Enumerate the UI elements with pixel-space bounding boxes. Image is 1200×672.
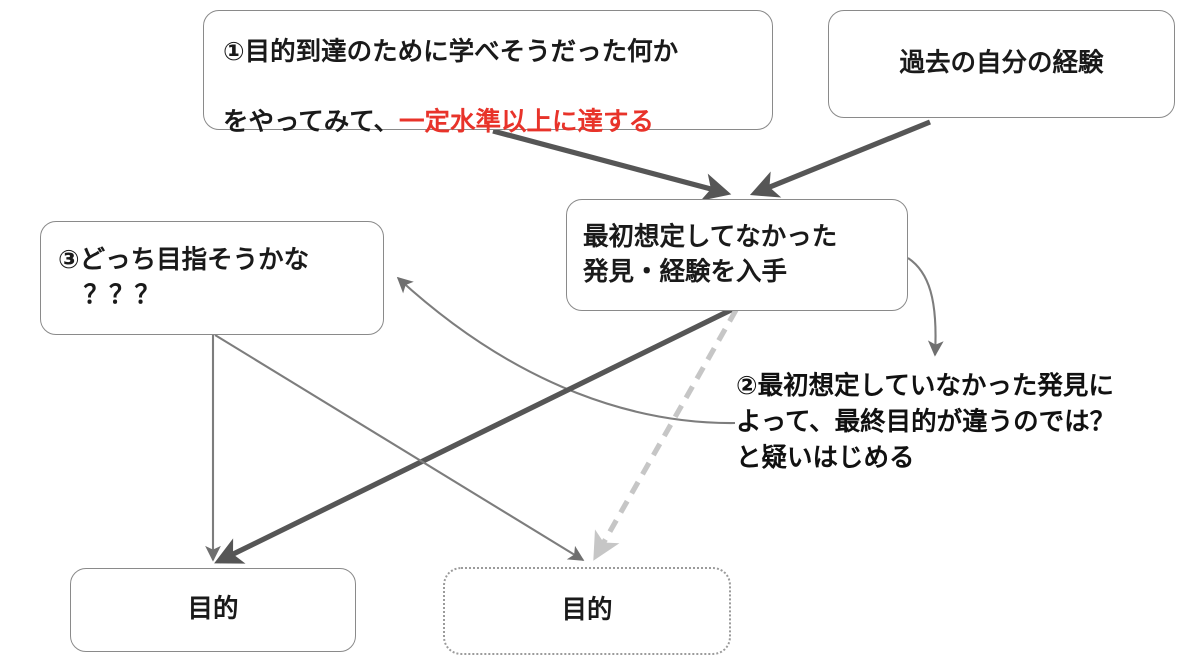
node-achieve[interactable]: ①目的到達のために学べそうだった何か をやってみて、一定水準以上に達する	[203, 10, 773, 136]
node-achieve-line1: ①目的到達のために学べそうだった何か	[223, 37, 679, 66]
node-past-experience[interactable]: 過去の自分の経験	[828, 10, 1175, 118]
annotation-doubt: ②最初想定していなかった発見に よって、最終目的が違うのでは？ と疑いはじめる	[736, 372, 1116, 473]
node-which-goal[interactable]: ③どっち目指そうかな ？？？	[40, 221, 384, 335]
node-goal-current-text: 目的	[187, 595, 239, 624]
node-goal-current[interactable]: 目的	[70, 568, 356, 652]
node-achieve-highlight: 一定水準以上に達する	[398, 108, 654, 137]
node-discovery[interactable]: 最初想定してなかった 発見・経験を入手	[566, 199, 908, 311]
node-achieve-line2-prefix: をやってみて、	[223, 108, 399, 137]
node-goal-new-text: 目的	[561, 596, 613, 625]
node-past-experience-text: 過去の自分の経験	[899, 49, 1104, 78]
node-which-goal-text: ③どっち目指そうかな ？？？	[58, 245, 310, 309]
edge-discovery-to-doubt	[907, 257, 944, 357]
edge-discovery-to-goal-current	[214, 305, 737, 564]
edge-which-to-goal-new	[214, 334, 585, 561]
edge-past-to-discovery	[749, 119, 931, 198]
node-goal-new[interactable]: 目的	[443, 567, 731, 655]
node-discovery-text: 最初想定してなかった 発見・経験を入手	[583, 222, 838, 286]
edge-discovery-to-goal-new	[593, 308, 739, 561]
node-achieve-text: ①目的到達のために学べそうだった何か をやってみて、一定水準以上に達する	[223, 0, 772, 140]
